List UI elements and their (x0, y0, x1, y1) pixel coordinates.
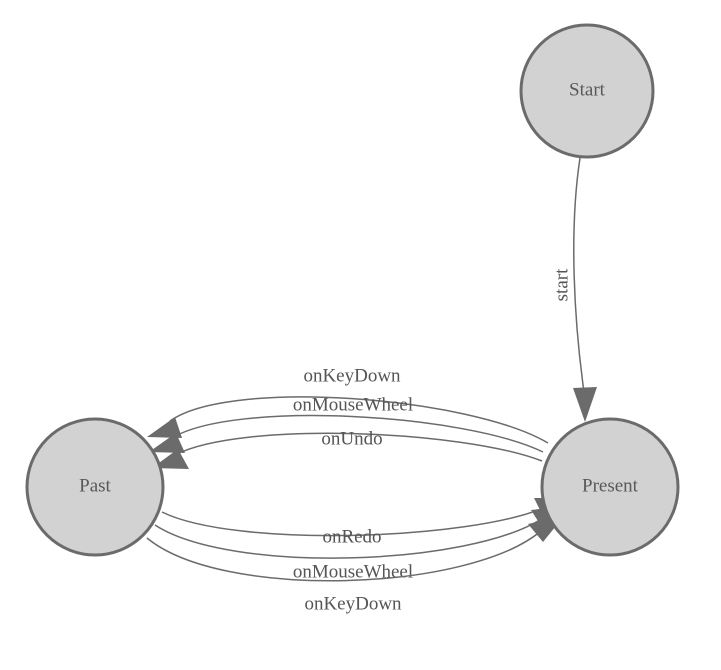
edge-past-to-present-onmousewheel-path (154, 517, 544, 559)
edge-present-to-past-onkeydown[interactable]: onKeyDown (147, 365, 549, 444)
edge-label-onredo: onRedo (322, 526, 381, 547)
edge-present-to-past-onkeydown-path (169, 396, 549, 444)
node-past[interactable]: Past (25, 417, 165, 557)
edge-label-onmousewheel-redo: onMouseWheel (293, 561, 413, 582)
node-past-circle (25, 417, 165, 557)
edge-past-to-present-onkeydown-path (146, 530, 542, 582)
edge-start-to-present-arrowhead (573, 387, 597, 422)
edge-label-onundo: onUndo (321, 428, 382, 449)
edge-label-onkeydown-redo: onKeyDown (304, 593, 402, 614)
edge-present-to-past-onmousewheel-arrowhead (149, 433, 185, 453)
edge-start-to-present-path (573, 157, 585, 393)
edge-present-to-past-onkeydown-arrowhead (147, 417, 182, 438)
edge-present-to-past-onmousewheel-path (171, 414, 544, 453)
edge-start-to-present[interactable]: start (551, 157, 597, 422)
edge-label-onkeydown-undo: onKeyDown (303, 365, 401, 386)
node-present-label: Present (582, 475, 639, 496)
node-past-label: Past (79, 475, 111, 496)
node-start-label: Start (569, 79, 606, 100)
node-start[interactable]: Start (519, 23, 655, 159)
edge-present-to-past-onundo-path (174, 432, 543, 462)
edge-label-onmousewheel-undo: onMouseWheel (293, 394, 413, 415)
node-present[interactable]: Present (540, 417, 680, 557)
edge-present-to-past-onundo[interactable]: onUndo (152, 428, 543, 469)
edge-past-to-present-onredo[interactable]: onRedo (161, 498, 570, 547)
edge-present-to-past-onmousewheel[interactable]: onMouseWheel (149, 394, 544, 453)
edge-present-to-past-onundo-arrowhead (152, 449, 189, 469)
edge-label-start: start (551, 268, 572, 301)
edge-past-to-present-onkeydown[interactable]: onKeyDown (146, 516, 564, 614)
edge-past-to-present-onredo-path (161, 506, 547, 537)
node-present-circle (540, 417, 680, 557)
node-start-circle (519, 23, 655, 159)
